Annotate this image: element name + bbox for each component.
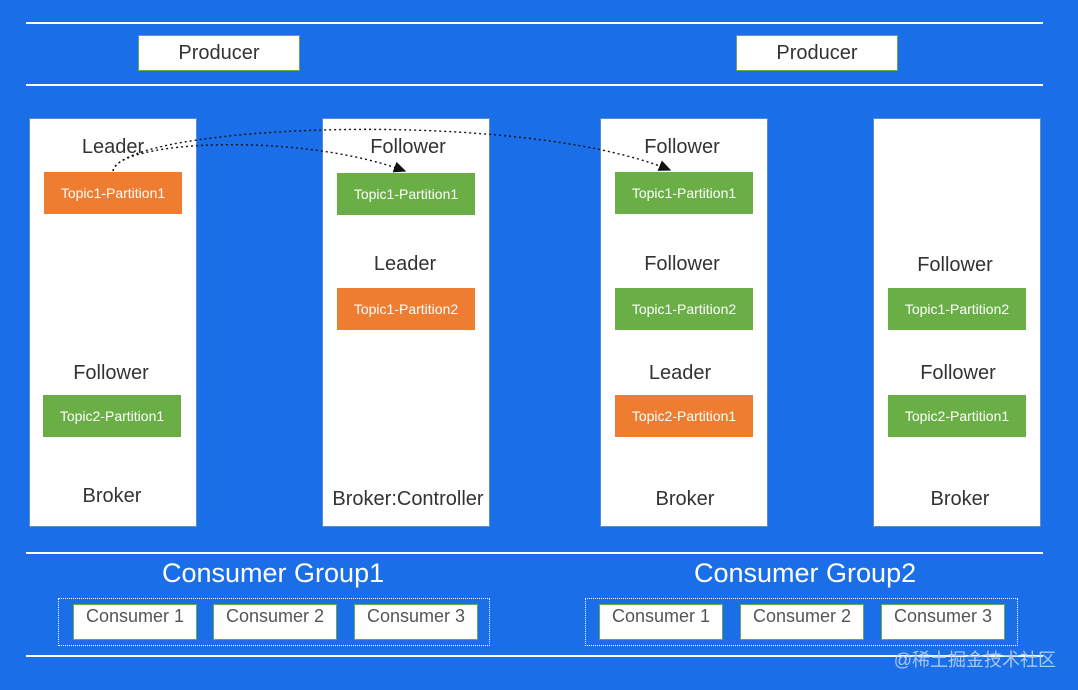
broker-3-role-2: Follower [644,253,720,275]
broker-2-role-1: Follower [370,136,446,158]
producer-label-2: Producer [776,41,858,64]
broker-1-partition-2: Topic2-Partition1 [43,395,181,437]
broker-1-role-1: Leader [81,136,145,158]
broker-3-role-3: Leader [648,362,712,384]
broker-3-partition-3: Topic2-Partition1 [615,395,753,437]
consumer-group-2-title: Consumer Group2 [694,558,917,588]
broker-1-label: Broker [82,485,142,507]
broker-2-partition-1: Topic1-Partition1 [337,173,475,215]
producer-label-1: Producer [178,41,260,64]
broker-2-label: Broker:Controller [332,488,484,510]
broker-2-role-2: Leader [373,253,437,275]
replication-arrow-to-broker-3 [112,128,672,172]
broker-1-role-2: Follower [73,362,149,384]
broker-3-label: Broker [655,488,715,510]
consumer-group-1-consumer-1: Consumer 1 [73,604,197,640]
broker-3-role-1: Follower [644,136,720,158]
broker-4-role-2: Follower [920,362,996,384]
consumer-label: Consumer 3 [366,606,466,626]
divider-bottom [26,655,1043,657]
broker-2-partition-2: Topic1-Partition2 [337,288,475,330]
consumer-group-2-consumer-1: Consumer 1 [599,604,723,640]
consumer-label: Consumer 1 [85,606,185,626]
consumer-group-1-box [58,598,490,646]
producer-box-1: Producer [138,35,300,71]
consumer-label: Consumer 2 [225,606,325,626]
broker-3-partition-1: Topic1-Partition1 [615,172,753,214]
consumer-group-1-consumer-2: Consumer 2 [213,604,337,640]
divider-producers [26,84,1043,86]
consumer-label: Consumer 2 [752,606,852,626]
consumer-group-1-title: Consumer Group1 [162,558,385,588]
consumer-label: Consumer 1 [611,606,711,626]
consumer-group-2-box [585,598,1018,646]
broker-4-partition-2: Topic2-Partition1 [888,395,1026,437]
broker-4-partition-1: Topic1-Partition2 [888,288,1026,330]
consumer-group-1-consumer-3: Consumer 3 [354,604,478,640]
divider-top [26,22,1043,24]
broker-4-role-1: Follower [917,254,993,276]
watermark-text: @稀土掘金技术社区 [893,650,1056,670]
consumer-label: Consumer 3 [893,606,993,626]
broker-3-partition-2: Topic1-Partition2 [615,288,753,330]
replication-arrow-to-broker-2 [112,143,407,173]
consumer-group-2-consumer-2: Consumer 2 [740,604,864,640]
broker-4-label: Broker [930,488,990,510]
producer-box-2: Producer [736,35,898,71]
broker-1-partition-1: Topic1-Partition1 [44,172,182,214]
consumer-group-2-consumer-3: Consumer 3 [881,604,1005,640]
divider-consumers [26,552,1043,554]
